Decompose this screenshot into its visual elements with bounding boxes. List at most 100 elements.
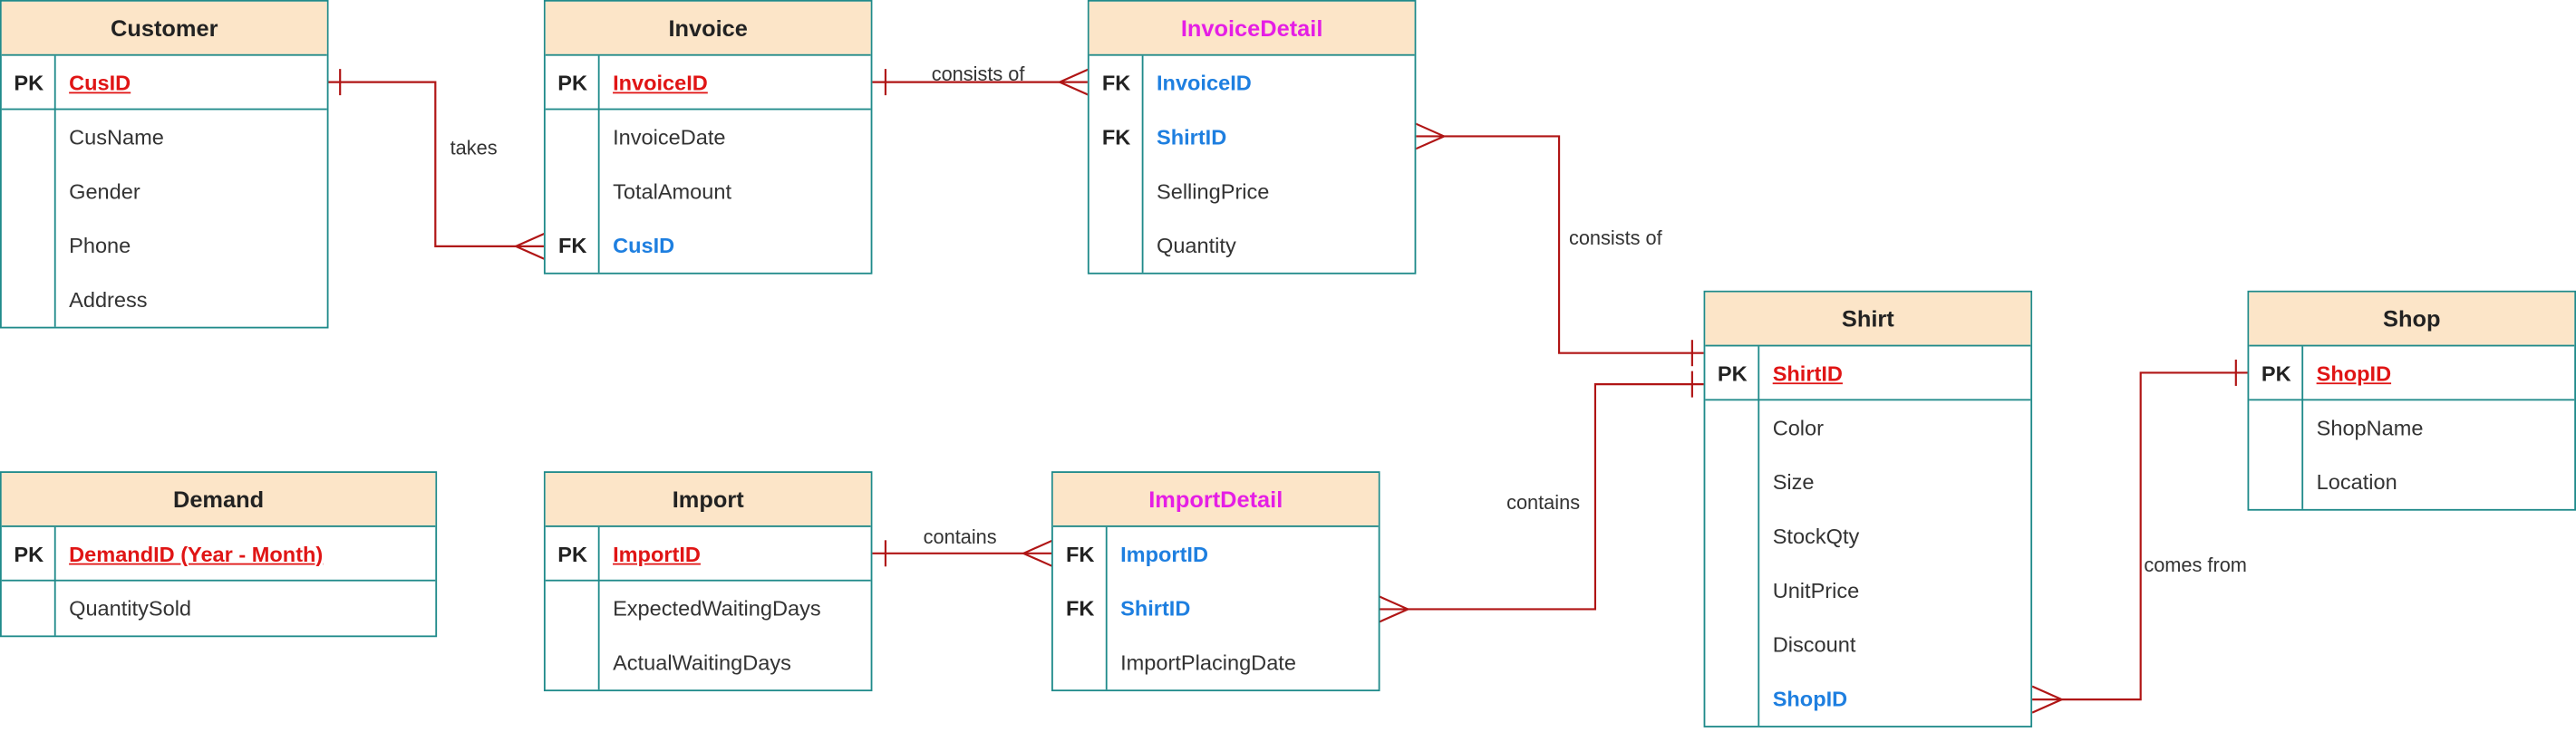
attribute-name: QuantitySold (69, 595, 192, 621)
attribute-name: ShirtID (1157, 124, 1227, 149)
relationship-label-takes: takes (450, 136, 498, 159)
import-detail-title: ImportDetail (1052, 473, 1379, 527)
invoice-detail-row-sellingprice[interactable]: SellingPrice (1089, 164, 1415, 218)
shop-row-location[interactable]: Location (2249, 455, 2574, 509)
invoice-row-invoiceid[interactable]: PK InvoiceID (545, 56, 871, 111)
shirt-title: Shirt (1705, 292, 2031, 347)
shirt-row-color[interactable]: Color (1705, 400, 2030, 455)
key-marker: FK (1066, 595, 1095, 621)
shirt-row-unitprice[interactable]: UnitPrice (1705, 563, 2030, 618)
shop-row-shopname[interactable]: ShopName (2249, 400, 2574, 455)
attribute-name: UnitPrice (1772, 578, 1860, 603)
attribute-name: DemandID (Year - Month) (69, 541, 324, 566)
relationship-label-contains: contains (1506, 490, 1581, 515)
demand-row-quantitysold[interactable]: QuantitySold (2, 582, 436, 636)
connector-invoice-invoicedetail (870, 68, 1090, 97)
customer-title: Customer (1, 1, 327, 56)
import-detail-row-importplacingdate[interactable]: ImportPlacingDate (1053, 635, 1379, 689)
attribute-name: Address (69, 287, 148, 313)
connector-invoicedetail-shirt (1414, 121, 1706, 367)
key-marker: PK (1717, 360, 1748, 386)
customer-row-cusname[interactable]: CusName (2, 110, 327, 164)
relationship-label-comes-from: comes from (2144, 553, 2247, 577)
invoice-detail-row-quantity[interactable]: Quantity (1089, 218, 1415, 273)
import-row-actualwaitingdays[interactable]: ActualWaitingDays (546, 635, 871, 689)
key-marker: FK (1066, 542, 1095, 567)
attribute-name: InvoiceID (613, 70, 708, 95)
connector-import-importdetail (870, 539, 1054, 568)
relationship-label-detail-consists-of: consists of (1568, 226, 1662, 250)
connector-customer-invoice (326, 69, 547, 261)
attribute-name: ExpectedWaitingDays (613, 595, 821, 621)
attribute-name: ShirtID (1772, 360, 1843, 386)
key-marker: PK (14, 541, 44, 566)
attribute-name: CusID (69, 70, 131, 95)
shirt-row-size[interactable]: Size (1705, 455, 2030, 509)
key-marker: PK (557, 541, 588, 566)
attribute-name: CusName (69, 124, 164, 149)
demand-row-demandid-year-month[interactable]: PK DemandID (Year - Month) (1, 527, 436, 582)
attribute-name: ImportPlacingDate (1120, 650, 1296, 675)
attribute-name: Phone (69, 233, 131, 258)
attribute-name: SellingPrice (1157, 178, 1270, 204)
attribute-name: ShopID (1772, 686, 1848, 711)
attribute-name: Color (1772, 415, 1825, 440)
customer-row-phone[interactable]: Phone (2, 218, 327, 273)
invoice-row-invoicedate[interactable]: InvoiceDate (546, 110, 871, 164)
key-marker: FK (1101, 124, 1131, 149)
shirt-row-shirtid[interactable]: PK ShirtID (1705, 346, 2031, 401)
attribute-name: ActualWaitingDays (613, 650, 791, 675)
shop-title: Shop (2249, 292, 2575, 347)
invoice-title: Invoice (545, 1, 871, 56)
relationship-label-invoice-consists-of: consists of (931, 62, 1025, 86)
demand-title: Demand (1, 473, 436, 527)
shop-row-shopid[interactable]: PK ShopID (2249, 346, 2575, 401)
key-marker: FK (1101, 70, 1131, 96)
attribute-name: TotalAmount (613, 178, 732, 204)
key-marker: FK (557, 233, 587, 258)
connector-importdetail-shirt (1378, 371, 1706, 623)
invoice-detail-row-shirtid[interactable]: FK ShirtID (1089, 110, 1415, 164)
shirt-row-discount[interactable]: Discount (1705, 618, 2030, 672)
invoice-row-totalamount[interactable]: TotalAmount (546, 164, 871, 218)
invoice-detail-title: InvoiceDetail (1089, 1, 1415, 56)
import-row-expectedwaitingdays[interactable]: ExpectedWaitingDays (546, 582, 871, 636)
customer-row-gender[interactable]: Gender (2, 164, 327, 218)
attribute-name: Gender (69, 178, 140, 204)
shirt-row-shopid[interactable]: ShopID (1705, 671, 2030, 726)
attribute-name: StockQty (1772, 524, 1860, 549)
relationship-label-import-contains: contains (923, 525, 997, 549)
customer-row-address[interactable]: Address (2, 273, 327, 327)
connector-shirt-shop (2031, 359, 2250, 714)
attribute-name: ShopID (2316, 360, 2392, 386)
attribute-name: Quantity (1157, 233, 1236, 258)
demand-attribute-list: PK DemandID (Year - Month) QuantitySold (1, 526, 436, 636)
import-title: Import (545, 473, 871, 527)
attribute-name: Discount (1772, 631, 1856, 657)
key-marker: PK (2261, 360, 2291, 386)
attribute-name: InvoiceDate (613, 124, 726, 149)
attribute-name: Location (2316, 469, 2397, 495)
shirt-row-stockqty[interactable]: StockQty (1705, 509, 2030, 563)
key-marker: PK (557, 70, 588, 95)
